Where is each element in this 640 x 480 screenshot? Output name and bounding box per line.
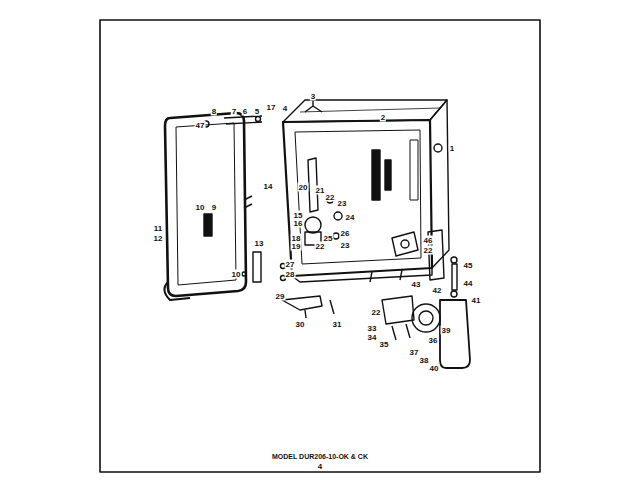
callout-number: 22	[371, 308, 382, 317]
callout-number: 4	[282, 104, 288, 113]
callout-number: 26	[340, 229, 351, 238]
callout-number: 7	[231, 107, 237, 116]
callout-number: 35	[379, 340, 390, 349]
page-number: 4	[317, 462, 323, 471]
callout-number: 5	[254, 107, 260, 116]
callout-number: 31	[332, 320, 343, 329]
callout-number: 10	[195, 203, 206, 212]
callout-number: 43	[411, 280, 422, 289]
callout-number: 24	[345, 213, 356, 222]
callout-number: 29	[275, 292, 286, 301]
callout-number: 14	[263, 182, 274, 191]
callout-number: 23	[337, 199, 348, 208]
callout-number: 9	[211, 203, 217, 212]
callout-number: 40	[429, 364, 440, 373]
callout-number: 42	[432, 286, 443, 295]
callout-number: 16	[293, 219, 304, 228]
callout-number: 22	[325, 193, 336, 202]
callout-number: 23	[340, 241, 351, 250]
callout-number: 11	[153, 224, 163, 233]
callout-number: 36	[428, 336, 439, 345]
callout-number: 8	[211, 107, 217, 116]
callout-number: 44	[463, 279, 474, 288]
callout-number: 12	[153, 234, 164, 243]
callout-number: 20	[298, 183, 309, 192]
callout-number: 33	[367, 324, 378, 333]
callout-number: 27	[285, 260, 296, 269]
callout-number: 30	[295, 320, 306, 329]
callout-number: 2	[380, 113, 386, 122]
callout-number: 10	[231, 270, 242, 279]
callout-number: 3	[310, 92, 316, 101]
model-caption: MODEL DUR206-10-OK & CK	[270, 453, 370, 460]
callout-number: 45	[463, 261, 474, 270]
callout-number: 28	[285, 270, 296, 279]
callout-number: 25	[323, 234, 334, 243]
callout-number: 34	[367, 333, 378, 342]
callout-number: 17	[266, 103, 277, 112]
callout-number: 19	[291, 242, 302, 251]
callout-number: 22	[315, 242, 326, 251]
callout-number: 47	[195, 121, 206, 130]
callout-number: 13	[254, 239, 265, 248]
callout-number: 6	[242, 107, 248, 116]
callout-number: 41	[471, 296, 482, 305]
callout-number: 46	[423, 236, 434, 245]
callout-number: 1	[449, 144, 455, 153]
callout-number: 39	[441, 326, 452, 335]
callout-number: 22	[423, 246, 434, 255]
